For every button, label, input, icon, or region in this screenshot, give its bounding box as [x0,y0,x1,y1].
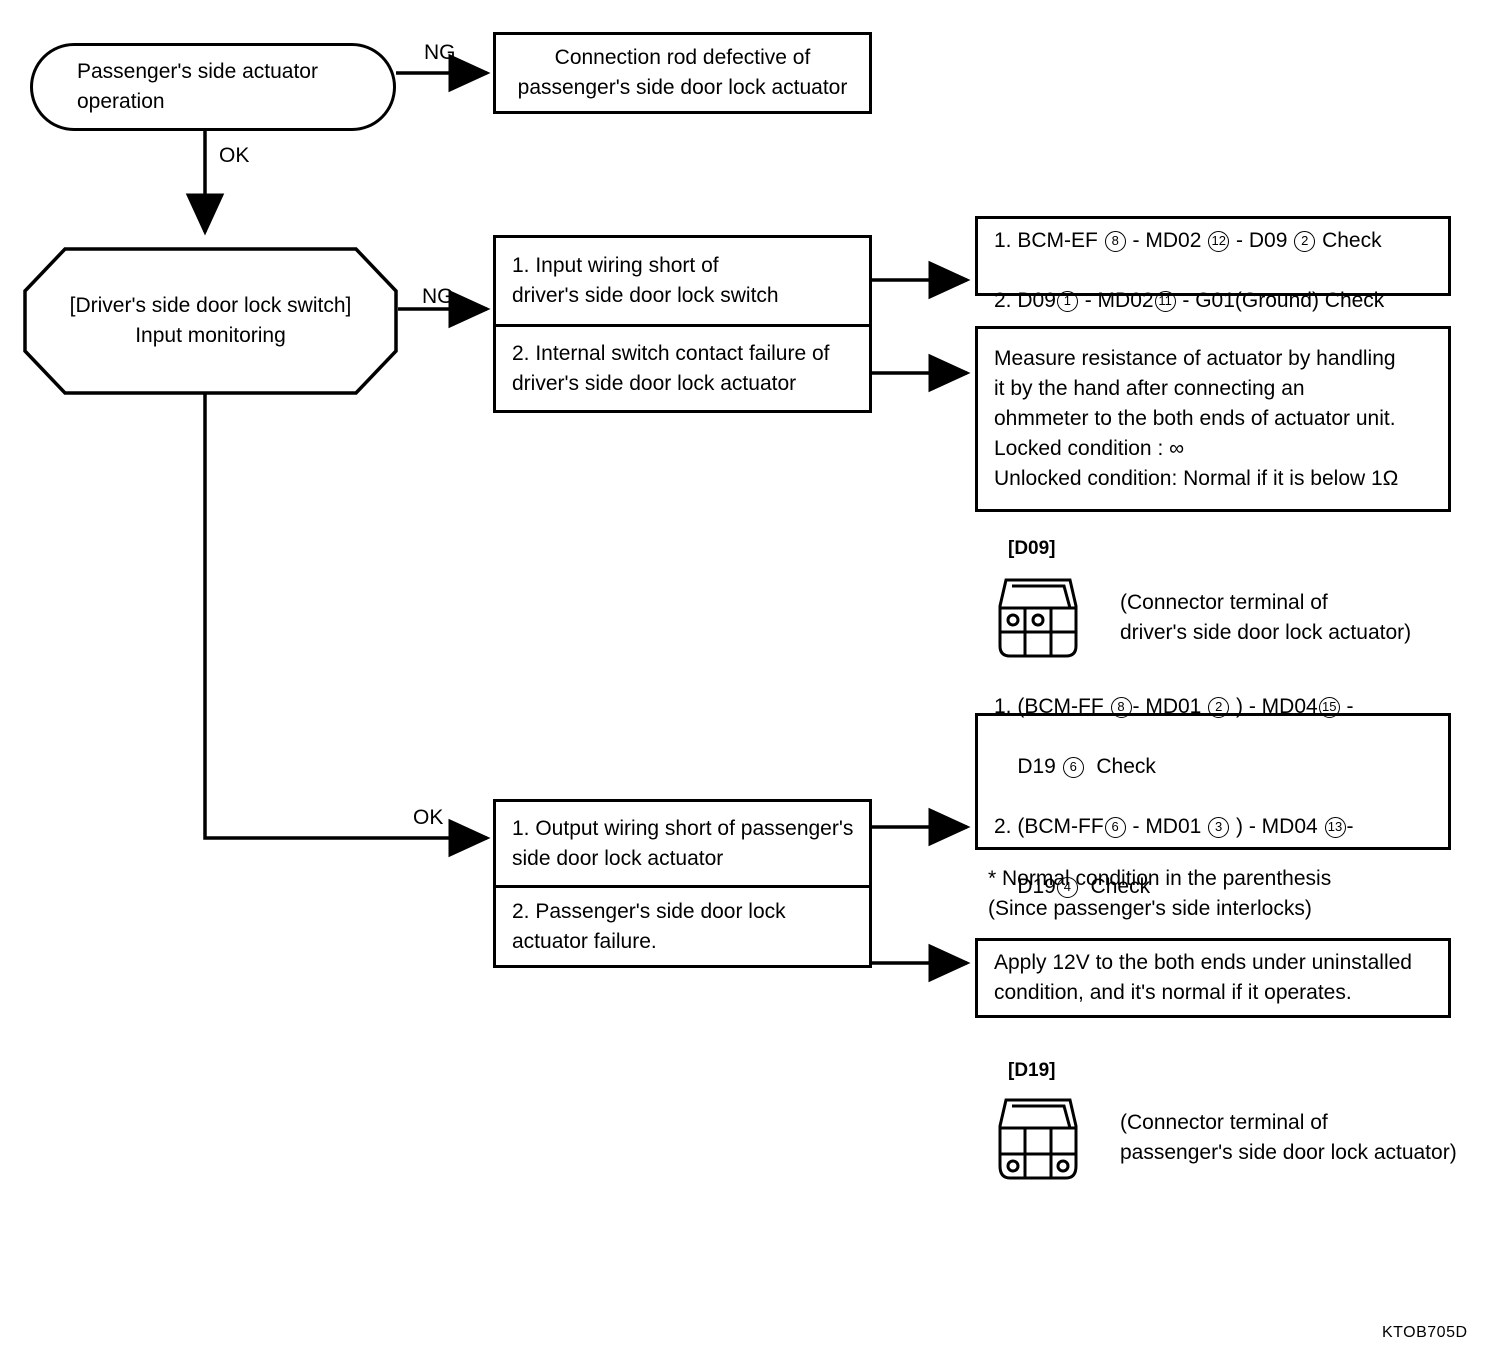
list-item[interactable]: 1. Output wiring short of passenger's si… [496,802,869,885]
measure-line: ohmmeter to the both ends of actuator un… [994,407,1396,430]
circled-number: 13 [1324,816,1346,838]
list-item[interactable]: 2. Passenger's side door lock actuator f… [496,885,869,965]
circled-number: 6 [1062,756,1084,778]
connector-caption-d19: (Connector terminal of passenger's side … [1120,1111,1457,1164]
cause-text: 2. Internal switch contact failure of dr… [512,341,830,395]
node-label: [Driver's side door lock switch] Input m… [69,294,352,347]
circled-number: 11 [1154,291,1176,312]
apply-line: condition, and it's normal if it operate… [994,981,1352,1004]
circled-number: 4 [1056,876,1078,898]
node-ng-causes[interactable]: 1. Input wiring short of driver's side d… [493,235,872,413]
circled-number: 15 [1318,696,1340,718]
node-label: Passenger's side actuator operation [77,60,318,113]
circled-number: 2 [1294,231,1316,252]
node-passenger-actuator-operation[interactable]: Passenger's side actuator operation [30,43,396,131]
list-item[interactable]: 2. Internal switch contact failure of dr… [496,324,869,410]
circled-number: 6 [1104,816,1126,838]
measure-line: it by the hand after connecting an [994,377,1305,400]
apply-line: Apply 12V to the both ends under uninsta… [994,951,1412,974]
connector-symbol-d09 [988,572,1088,662]
node-label: Connection rod defective of passenger's … [517,46,848,99]
circled-number: 2 [1208,696,1230,718]
cause-text: 1. Output wiring short of passenger's si… [512,816,854,870]
edge-label-ok-top: OK [219,144,250,167]
circled-number: 8 [1110,696,1132,718]
list-item[interactable]: 1. Input wiring short of driver's side d… [496,238,869,324]
connector-symbol-d19 [988,1092,1088,1184]
octagon-shape [23,247,398,395]
measure-line: Measure resistance of actuator by handli… [994,347,1396,370]
edge-label-ng-mid: NG [422,285,454,308]
circled-number: 3 [1208,816,1230,838]
measure-line: Locked condition : ∞ [994,437,1185,460]
connector-tag-d09: [D09] [1008,538,1056,559]
circled-number: 8 [1104,231,1126,252]
node-apply-12v[interactable]: Apply 12V to the both ends under uninsta… [975,938,1451,1018]
cause-text: 2. Passenger's side door lock actuator f… [512,899,786,953]
measure-line: Unlocked condition: Normal if it is belo… [994,467,1399,490]
node-measure-resistance[interactable]: Measure resistance of actuator by handli… [975,326,1451,512]
edge-label-ok-bottom: OK [413,806,444,829]
cause-text: 1. Input wiring short of driver's side d… [512,254,779,307]
circled-number: 1 [1056,291,1078,312]
connector-tag-d19: [D19] [1008,1060,1056,1081]
node-check-bcm-ef[interactable]: 1. BCM-EF 8 - MD02 12 - D09 2 Check 2. D… [975,216,1451,312]
circled-number: 12 [1208,231,1230,252]
node-ok-causes[interactable]: 1. Output wiring short of passenger's si… [493,799,872,968]
figure-code: KTOB705D [1382,1324,1468,1341]
check-line-1-cont: D19 6 Check [1017,754,1156,778]
node-connection-rod-defective[interactable]: Connection rod defective of passenger's … [493,32,872,114]
note-parenthesis: * Normal condition in the parenthesis (S… [988,867,1332,920]
connector-caption-d09: (Connector terminal of driver's side doo… [1120,591,1412,644]
check-line-1: 1. BCM-EF 8 - MD02 12 - D09 2 Check [994,229,1382,252]
edge-label-ng-top: NG [424,41,456,64]
node-input-monitoring[interactable]: [Driver's side door lock switch] Input m… [23,247,398,395]
